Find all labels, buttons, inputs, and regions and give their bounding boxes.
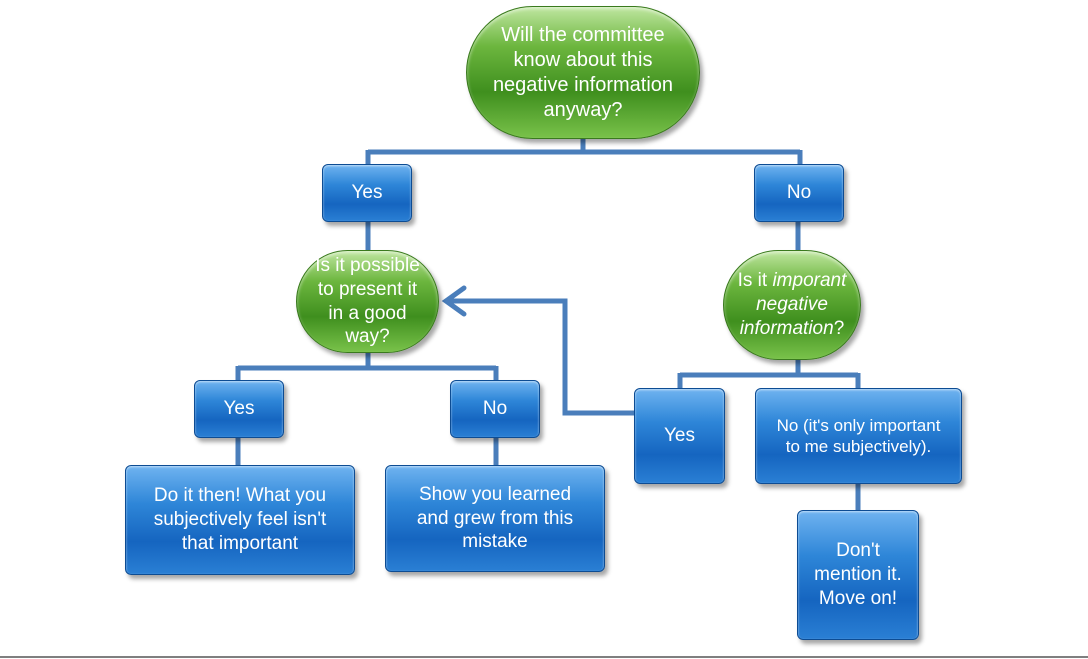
present-question-line: Is it possible bbox=[315, 255, 420, 276]
important-question: Is it imporant negative information? bbox=[723, 250, 861, 360]
present-no-label: No bbox=[482, 398, 508, 420]
yes-branch-label: Yes bbox=[351, 182, 383, 204]
present-question: Is it possible to present it in a good w… bbox=[296, 250, 439, 353]
root-question-line: anyway? bbox=[543, 98, 623, 121]
important-yes-label: Yes bbox=[664, 425, 695, 447]
important-question-line-3: information? bbox=[738, 317, 847, 341]
no-branch-box: No bbox=[754, 164, 844, 222]
connector-loop-back-arrow bbox=[446, 298, 636, 416]
do-it-outcome-line: subjectively feel isn't bbox=[153, 509, 327, 531]
yes-branch-box: Yes bbox=[322, 164, 412, 222]
dont-mention-outcome-line: Don't bbox=[836, 540, 880, 562]
important-no-label-line: to me subjectively). bbox=[785, 437, 932, 456]
important-question-suffix: ? bbox=[833, 317, 845, 339]
present-yes-box: Yes bbox=[194, 380, 284, 438]
important-question-line-2: negative bbox=[756, 294, 828, 316]
connector-right-question-to-answers bbox=[677, 358, 861, 389]
important-question-emphasis: information bbox=[739, 317, 834, 339]
show-learned-outcome-line: and grew from this bbox=[416, 507, 574, 529]
important-no-label-line: No (it's only important bbox=[776, 415, 941, 435]
root-question-line: know about this bbox=[513, 48, 653, 71]
show-learned-outcome-line: Show you learned bbox=[418, 483, 572, 505]
important-question-line-1: Is it imporant bbox=[738, 269, 847, 293]
connector-root-to-answers bbox=[365, 138, 803, 165]
show-learned-outcome-box: Show you learned and grew from this mist… bbox=[385, 465, 605, 572]
present-question-line: in a good bbox=[328, 302, 407, 324]
important-yes-box: Yes bbox=[634, 388, 725, 484]
connector-left-question-to-answers bbox=[235, 352, 499, 381]
show-learned-outcome-line: mistake bbox=[462, 531, 528, 553]
bottom-divider bbox=[0, 656, 1088, 658]
dont-mention-outcome-line: Move on! bbox=[818, 587, 898, 609]
do-it-outcome-box: Do it then! What you subjectively feel i… bbox=[125, 465, 355, 575]
important-question-emphasis: imporant bbox=[772, 270, 847, 292]
present-yes-label: Yes bbox=[223, 398, 255, 420]
important-question-prefix: Is it bbox=[737, 270, 773, 292]
present-question-line: way? bbox=[345, 326, 390, 348]
no-branch-label: No bbox=[786, 182, 812, 204]
do-it-outcome-line: Do it then! What you bbox=[153, 485, 327, 507]
root-question: Will the committee know about this negat… bbox=[466, 6, 700, 139]
present-no-box: No bbox=[450, 380, 540, 438]
dont-mention-outcome-line: mention it. bbox=[814, 564, 902, 586]
arrowhead bbox=[441, 285, 467, 317]
root-question-line: Will the committee bbox=[501, 23, 665, 46]
important-no-box: No (it's only important to me subjective… bbox=[755, 388, 962, 484]
present-question-line: to present it bbox=[317, 278, 418, 300]
root-question-line: negative information bbox=[492, 73, 674, 96]
do-it-outcome-line: that important bbox=[181, 532, 299, 554]
dont-mention-outcome-box: Don't mention it. Move on! bbox=[797, 510, 919, 640]
